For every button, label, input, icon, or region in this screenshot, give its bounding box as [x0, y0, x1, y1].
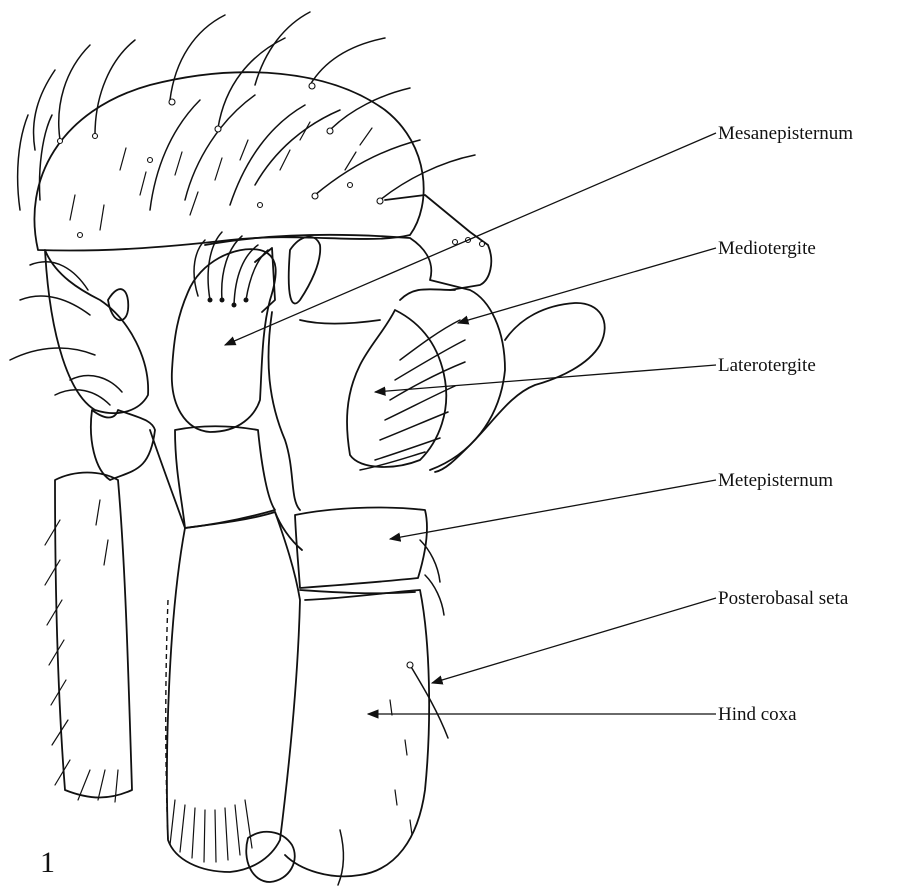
mediotergite-sclerite — [205, 235, 505, 470]
halter — [435, 303, 605, 472]
leader-mesanepisternum — [225, 133, 716, 345]
label-metepisternum: Metepisternum — [718, 470, 833, 491]
hind-coxa-sclerite — [246, 590, 429, 882]
laterotergite-sclerite — [268, 310, 446, 510]
label-posterobasal-seta: Posterobasal seta — [718, 588, 849, 609]
leader-posterobasal-seta — [432, 598, 716, 683]
metepisternum-sclerite — [295, 508, 427, 594]
katepisternum — [150, 426, 275, 528]
leader-mediotergite — [458, 248, 716, 323]
label-laterotergite: Laterotergite — [718, 355, 816, 376]
label-mesanepisternum: Mesanepisternum — [718, 123, 853, 144]
labels: Mesanepisternum Mediotergite Laterotergi… — [40, 123, 853, 879]
label-hind-coxa: Hind coxa — [718, 704, 797, 725]
figure-number: 1 — [40, 846, 55, 879]
middle-coxa — [166, 512, 302, 872]
leader-laterotergite — [375, 365, 716, 392]
leader-metepisternum — [390, 480, 716, 539]
scutum — [34, 72, 491, 290]
setal-sockets — [58, 83, 485, 668]
anterior-pleura — [45, 250, 155, 798]
label-mediotergite: Mediotergite — [718, 238, 816, 259]
setae — [10, 12, 475, 885]
